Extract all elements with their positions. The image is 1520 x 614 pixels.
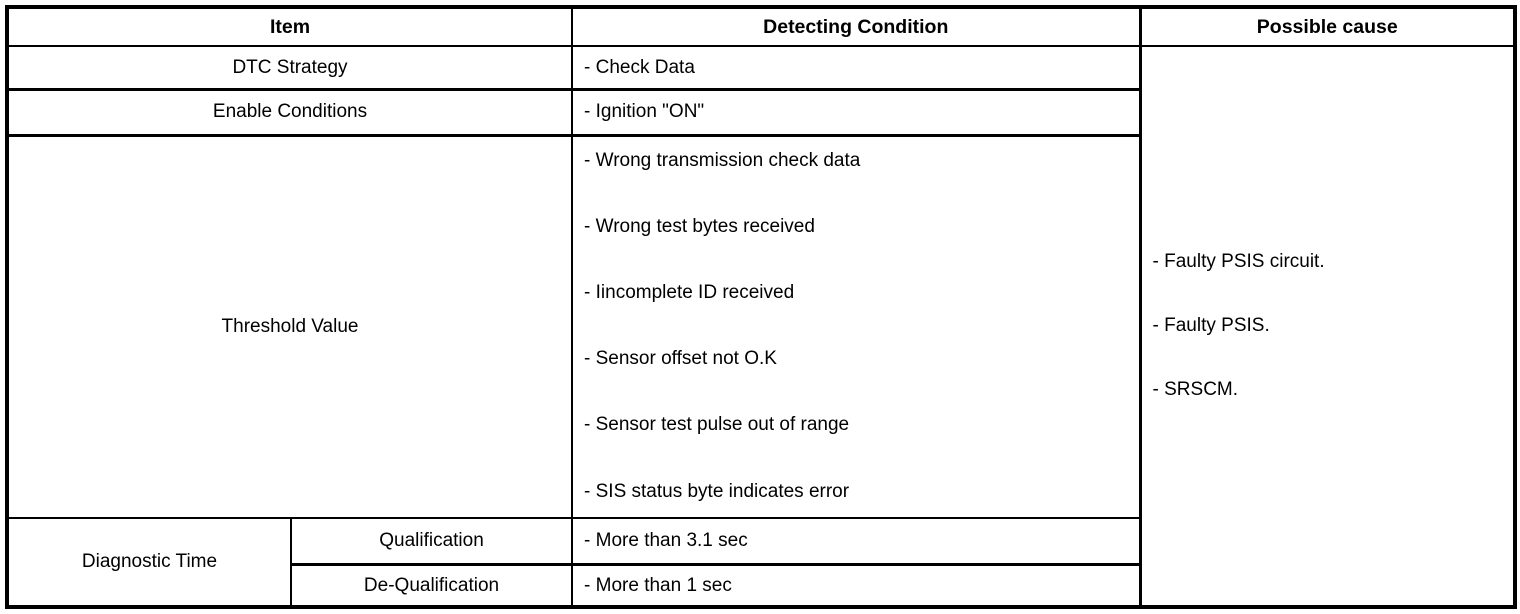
threshold-condition-item: - SIS status byte indicates error bbox=[584, 480, 850, 502]
header-row: Item Detecting Condition Possible cause bbox=[5, 5, 1517, 48]
row-threshold-value: Threshold Value - Wrong transmission che… bbox=[5, 134, 1515, 520]
threshold-value-label: Threshold Value bbox=[5, 134, 574, 520]
threshold-condition-item: - Wrong transmission check data bbox=[584, 149, 861, 171]
threshold-condition-item: - Sensor offset not O.K bbox=[584, 348, 777, 370]
threshold-condition-item: - Wrong test bytes received bbox=[584, 215, 815, 237]
de-qualification-label: De-Qualification bbox=[289, 563, 574, 609]
diagnostic-time-label: Diagnostic Time bbox=[6, 517, 292, 608]
threshold-condition-list: - Wrong transmission check data - Wrong … bbox=[584, 149, 1138, 503]
threshold-condition-item: - Sensor test pulse out of range bbox=[584, 414, 850, 436]
header-possible-cause: Possible cause bbox=[1138, 5, 1517, 48]
qualification-label: Qualification bbox=[289, 517, 574, 567]
header-item: Item bbox=[5, 5, 574, 48]
header-detecting-condition: Detecting Condition bbox=[571, 5, 1142, 48]
dtc-detecting-condition-table: Item Detecting Condition Possible cause … bbox=[5, 5, 1518, 609]
row-enable-conditions: Enable Conditions - Ignition "ON" bbox=[5, 88, 1515, 137]
enable-conditions-label: Enable Conditions bbox=[5, 88, 574, 137]
possible-cause-list: - Faulty PSIS circuit. - Faulty PSIS. - … bbox=[1153, 251, 1514, 401]
row-dtc-strategy: DTC Strategy - Check Data - Faulty PSIS … bbox=[5, 45, 1517, 608]
row-de-qualification: De-Qualification - More than 1 sec bbox=[7, 563, 1515, 609]
de-qualification-condition: - More than 1 sec bbox=[571, 563, 1142, 609]
possible-cause-item: - SRSCM. bbox=[1152, 379, 1239, 401]
threshold-value-conditions-cell: - Wrong transmission check data - Wrong … bbox=[571, 134, 1142, 520]
qualification-condition: - More than 3.1 sec bbox=[571, 517, 1142, 567]
enable-conditions-condition: - Ignition "ON" bbox=[571, 88, 1142, 137]
possible-cause-item: - Faulty PSIS. bbox=[1152, 315, 1270, 337]
possible-cause-cell: - Faulty PSIS circuit. - Faulty PSIS. - … bbox=[1138, 45, 1517, 608]
threshold-condition-item: - Iincomplete ID received bbox=[584, 282, 795, 304]
dtc-strategy-label: DTC Strategy bbox=[5, 45, 574, 92]
dtc-strategy-condition: - Check Data bbox=[571, 45, 1142, 92]
possible-cause-item: - Faulty PSIS circuit. bbox=[1152, 251, 1325, 273]
row-qualification: Diagnostic Time Qualification - More tha… bbox=[6, 517, 1515, 608]
